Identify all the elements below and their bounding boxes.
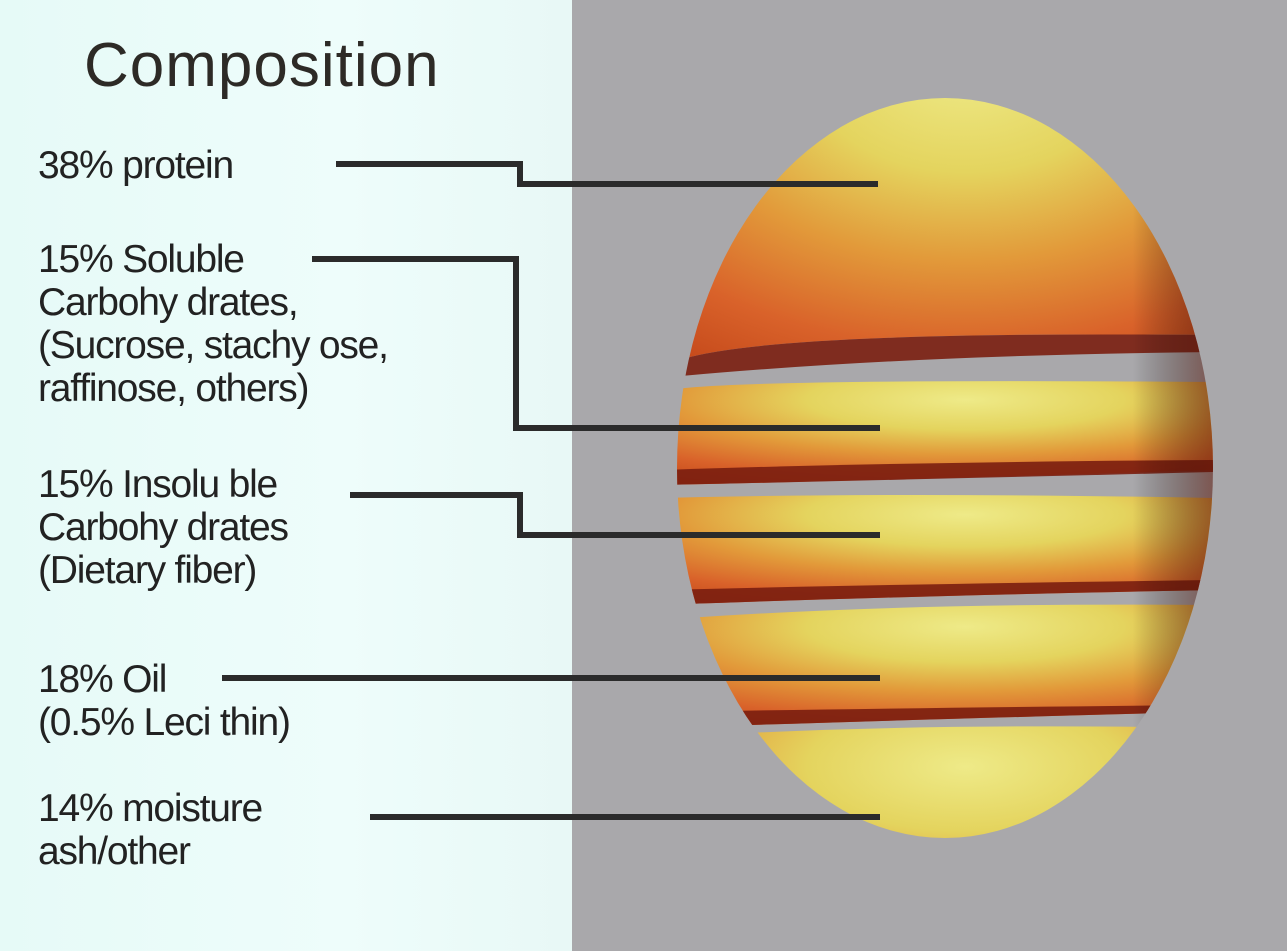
label-insoluble-carbohydrates: 15% Insolu ble Carbohy drates (Dietary f… <box>38 463 288 592</box>
label-oil: 18% Oil (0.5% Leci thin) <box>38 658 290 744</box>
label-soluble-carbohydrates: 15% Soluble Carbohy drates, (Sucrose, st… <box>38 238 388 410</box>
label-protein: 38% protein <box>38 144 233 187</box>
diagram-title: Composition <box>84 30 440 101</box>
label-moisture: 14% moisture ash/other <box>38 787 262 873</box>
